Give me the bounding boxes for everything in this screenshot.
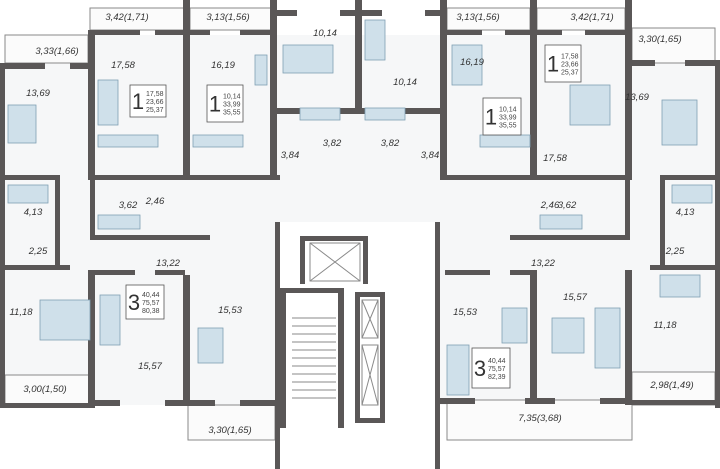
apartment-area: 10,14 — [223, 94, 241, 101]
balcony-area: 3,30(1,65) — [638, 34, 681, 45]
badge-frame — [125, 284, 165, 320]
room-count: 1 — [209, 92, 221, 117]
apartment-area: 23,66 — [561, 62, 579, 69]
room-area: 13,69 — [625, 92, 649, 103]
room-area: 13,69 — [26, 88, 50, 99]
staircase — [292, 317, 336, 399]
room-area: 13,22 — [531, 258, 555, 269]
room-area: 10,14 — [313, 28, 337, 39]
balcony-area: 2,98(1,49) — [649, 380, 693, 391]
room-count: 1 — [132, 89, 144, 114]
badge-frame — [482, 97, 522, 136]
room-area: 3,62 — [558, 200, 577, 211]
balcony-area: 3,13(1,56) — [206, 12, 249, 23]
apartment-area: 35,55 — [499, 123, 517, 130]
room-area: 11,18 — [653, 320, 677, 331]
apartment-area: 33,99 — [223, 102, 241, 109]
room-area: 3,82 — [381, 138, 400, 149]
room-area: 3,82 — [323, 138, 342, 149]
room-count: 3 — [474, 356, 486, 381]
room-area: 15,53 — [218, 305, 242, 316]
room-area: 3,84 — [281, 150, 300, 161]
room-area: 2,25 — [28, 246, 48, 257]
room-area: 17,58 — [111, 60, 135, 71]
balcony-area: 3,13(1,56) — [456, 12, 499, 23]
room-area: 2,46 — [145, 196, 165, 207]
apartment-area: 25,37 — [561, 70, 579, 77]
badge-frame — [129, 84, 167, 118]
room-area: 17,58 — [543, 153, 567, 164]
apartment-area: 17,58 — [146, 91, 164, 98]
apartment-area: 40,44 — [142, 292, 160, 299]
balcony-area: 3,30(1,65) — [208, 425, 251, 436]
room-count: 1 — [485, 105, 497, 130]
room-area: 3,84 — [421, 150, 440, 161]
apartment-area: 25,37 — [146, 107, 164, 114]
apartment-area: 23,66 — [146, 99, 164, 106]
room-area: 15,53 — [453, 307, 477, 318]
balcony-area: 3,00(1,50) — [23, 384, 66, 395]
room-count: 3 — [128, 290, 140, 315]
room-area: 4,13 — [24, 207, 43, 218]
elevator-shafts — [309, 242, 379, 406]
balcony-labels: 3,42(1,71) 3,13(1,56) 3,13(1,56) 3,42(1,… — [23, 12, 693, 436]
apartment-area: 75,57 — [488, 366, 506, 373]
room-area: 13,22 — [156, 258, 180, 269]
room-area: 15,57 — [563, 292, 587, 303]
balcony — [446, 399, 633, 441]
badge-frame — [544, 44, 582, 83]
room-area: 3,62 — [119, 200, 138, 211]
room-count: 1 — [547, 52, 559, 77]
apartment-area: 82,39 — [488, 374, 506, 381]
badge-frame — [471, 347, 511, 389]
balcony-area: 3,42(1,71) — [570, 12, 613, 23]
room-area: 4,13 — [676, 207, 695, 218]
balcony-area: 7,35(3,68) — [518, 413, 561, 424]
badge-frame — [206, 84, 244, 123]
room-area: 2,46 — [540, 200, 560, 211]
apartment-area: 10,14 — [499, 107, 517, 114]
apartment-area: 17,58 — [561, 54, 579, 61]
balcony-area: 3,42(1,71) — [105, 12, 148, 23]
furniture — [7, 19, 713, 396]
room-area: 16,19 — [460, 57, 484, 68]
room-area: 11,18 — [9, 307, 33, 318]
room-area: 10,14 — [393, 77, 417, 88]
apartment-area: 35,55 — [223, 110, 241, 117]
apartment-area: 33,99 — [499, 115, 517, 122]
room-area: 2,25 — [665, 246, 685, 257]
room-area: 15,57 — [138, 361, 162, 372]
room-labels: 17,58 16,19 10,14 10,14 16,19 17,58 13,6… — [9, 28, 694, 372]
apartment-area: 80,38 — [142, 308, 160, 315]
apartment-area: 40,44 — [488, 358, 506, 365]
apartment-area: 75,57 — [142, 300, 160, 307]
balcony-area: 3,33(1,66) — [35, 46, 78, 57]
room-area: 16,19 — [211, 60, 235, 71]
